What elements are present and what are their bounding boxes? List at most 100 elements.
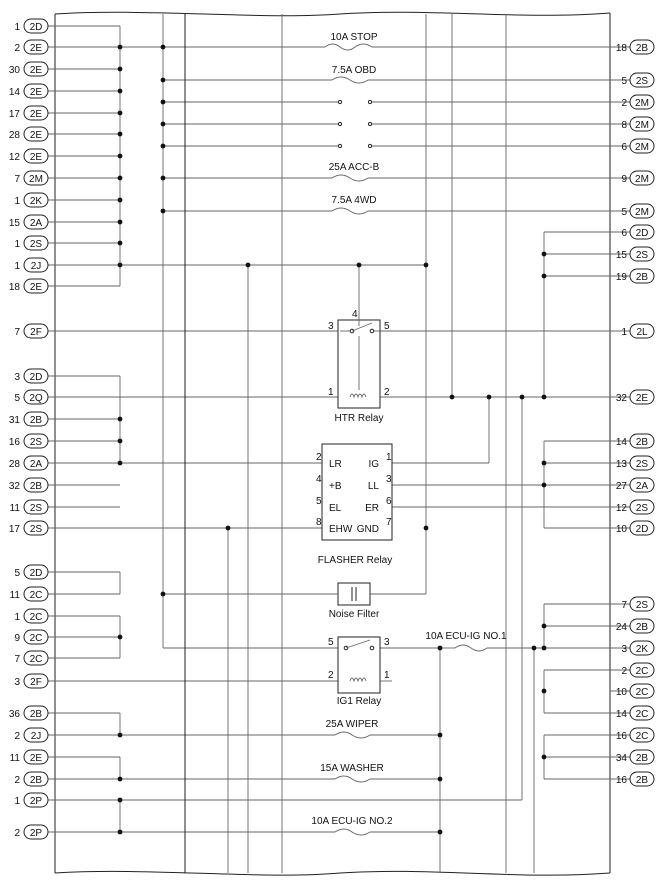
right-connector-oval (629, 771, 655, 787)
ig1-relay-label: IG1 Relay (337, 696, 381, 707)
right-connector-code: 2D (636, 228, 649, 239)
right-connector-12: 14 2B (610, 433, 655, 449)
ig1-relay-pin-5: 5 (328, 637, 334, 648)
left-connector-oval (23, 824, 49, 840)
right-connector-pin: 34 (616, 753, 628, 764)
left-connector-oval (23, 18, 49, 34)
left-connector-oval (23, 433, 49, 449)
htr-relay-pin-3: 3 (328, 321, 334, 332)
right-connector-pin: 32 (616, 393, 628, 404)
left-connector-oval (23, 278, 49, 294)
right-connector-oval (629, 246, 655, 262)
left-connector-oval (23, 673, 49, 689)
right-connector-code: 2E (636, 393, 649, 404)
right-connector-pin: 5 (621, 76, 627, 87)
flasher-pin-label: LL (368, 481, 380, 492)
flasher-pin-label: LR (329, 459, 342, 470)
fuse-stop-label: 10A STOP (330, 32, 377, 43)
right-connector-oval (629, 683, 655, 699)
left-connector-pin: 9 (14, 633, 20, 644)
right-connector-code: 2C (636, 687, 649, 698)
left-connector-pin: 5 (14, 393, 20, 404)
right-connector-code: 2B (636, 753, 649, 764)
right-connector-pin: 14 (616, 437, 628, 448)
left-connector-oval (23, 564, 49, 580)
left-connector-oval (23, 411, 49, 427)
left-connector-6: 12 2E (9, 148, 120, 164)
left-connector-code: 2E (30, 753, 43, 764)
left-connector-pin: 2 (14, 775, 20, 786)
fuse-4wd-label: 7.5A 4WD (331, 195, 376, 206)
right-connector-code: 2D (636, 524, 649, 535)
left-connector-pin: 14 (9, 87, 21, 98)
left-connector-oval (23, 727, 49, 743)
right-connector-pin: 14 (616, 709, 628, 720)
left-connector-oval (23, 389, 49, 405)
flasher-pin-number: 6 (386, 496, 392, 507)
left-connector-pin: 32 (9, 481, 21, 492)
left-connector-pin: 30 (9, 65, 21, 76)
right-connector-pin: 16 (616, 731, 628, 742)
left-connector-oval (23, 83, 49, 99)
right-connector-oval (629, 323, 655, 339)
right-connector-code: 2M (635, 207, 649, 218)
left-connector-pin: 2 (14, 828, 20, 839)
right-connector-pin: 18 (616, 43, 628, 54)
htr-relay-label: HTR Relay (335, 413, 384, 424)
left-connector-pin: 12 (9, 152, 21, 163)
left-connector-oval (23, 586, 49, 602)
left-connector-oval (23, 126, 49, 142)
left-connector-code: 2E (30, 130, 43, 141)
flasher-pin-label: ER (365, 503, 379, 514)
flasher-pin-number: 8 (316, 517, 322, 528)
left-connector-code: 2E (30, 282, 43, 293)
left-connector-oval (23, 650, 49, 666)
left-connector-oval (23, 629, 49, 645)
right-connector-10: 1 2L (610, 323, 655, 339)
right-connector-11: 32 2E (610, 389, 655, 405)
right-connector-code: 2M (635, 142, 649, 153)
left-connector-code: 2E (30, 87, 43, 98)
left-connector-code: 2A (30, 459, 43, 470)
left-connector-code: 2J (31, 731, 42, 742)
left-connector-pin: 3 (14, 372, 20, 383)
left-connector-oval (23, 235, 49, 251)
left-connector-oval (23, 39, 49, 55)
right-connector-oval (629, 705, 655, 721)
left-connector-pin: 1 (14, 796, 20, 807)
right-connector-oval (629, 94, 655, 110)
right-connector-code: 2B (636, 437, 649, 448)
left-connector-oval (23, 499, 49, 515)
flasher-pin-number: 5 (316, 496, 322, 507)
right-connector-oval (629, 268, 655, 284)
left-connector-code: 2C (30, 590, 43, 601)
right-connector-oval (629, 618, 655, 634)
right-connector-oval (629, 727, 655, 743)
flasher-pin-number: 2 (316, 452, 322, 463)
left-connector-code: 2E (30, 152, 43, 163)
left-connector-oval (23, 368, 49, 384)
left-connector-code: 2D (30, 22, 43, 33)
right-connector-pin: 9 (621, 174, 627, 185)
right-connector-code: 2L (636, 327, 648, 338)
fuse-accb-label: 25A ACC-B (329, 162, 380, 173)
right-connector-pin: 8 (621, 120, 627, 131)
right-connector-code: 2K (636, 644, 649, 655)
htr-relay-pin-4: 4 (352, 309, 358, 320)
right-connector-pin: 1 (621, 327, 627, 338)
left-connector-code: 2E (30, 109, 43, 120)
